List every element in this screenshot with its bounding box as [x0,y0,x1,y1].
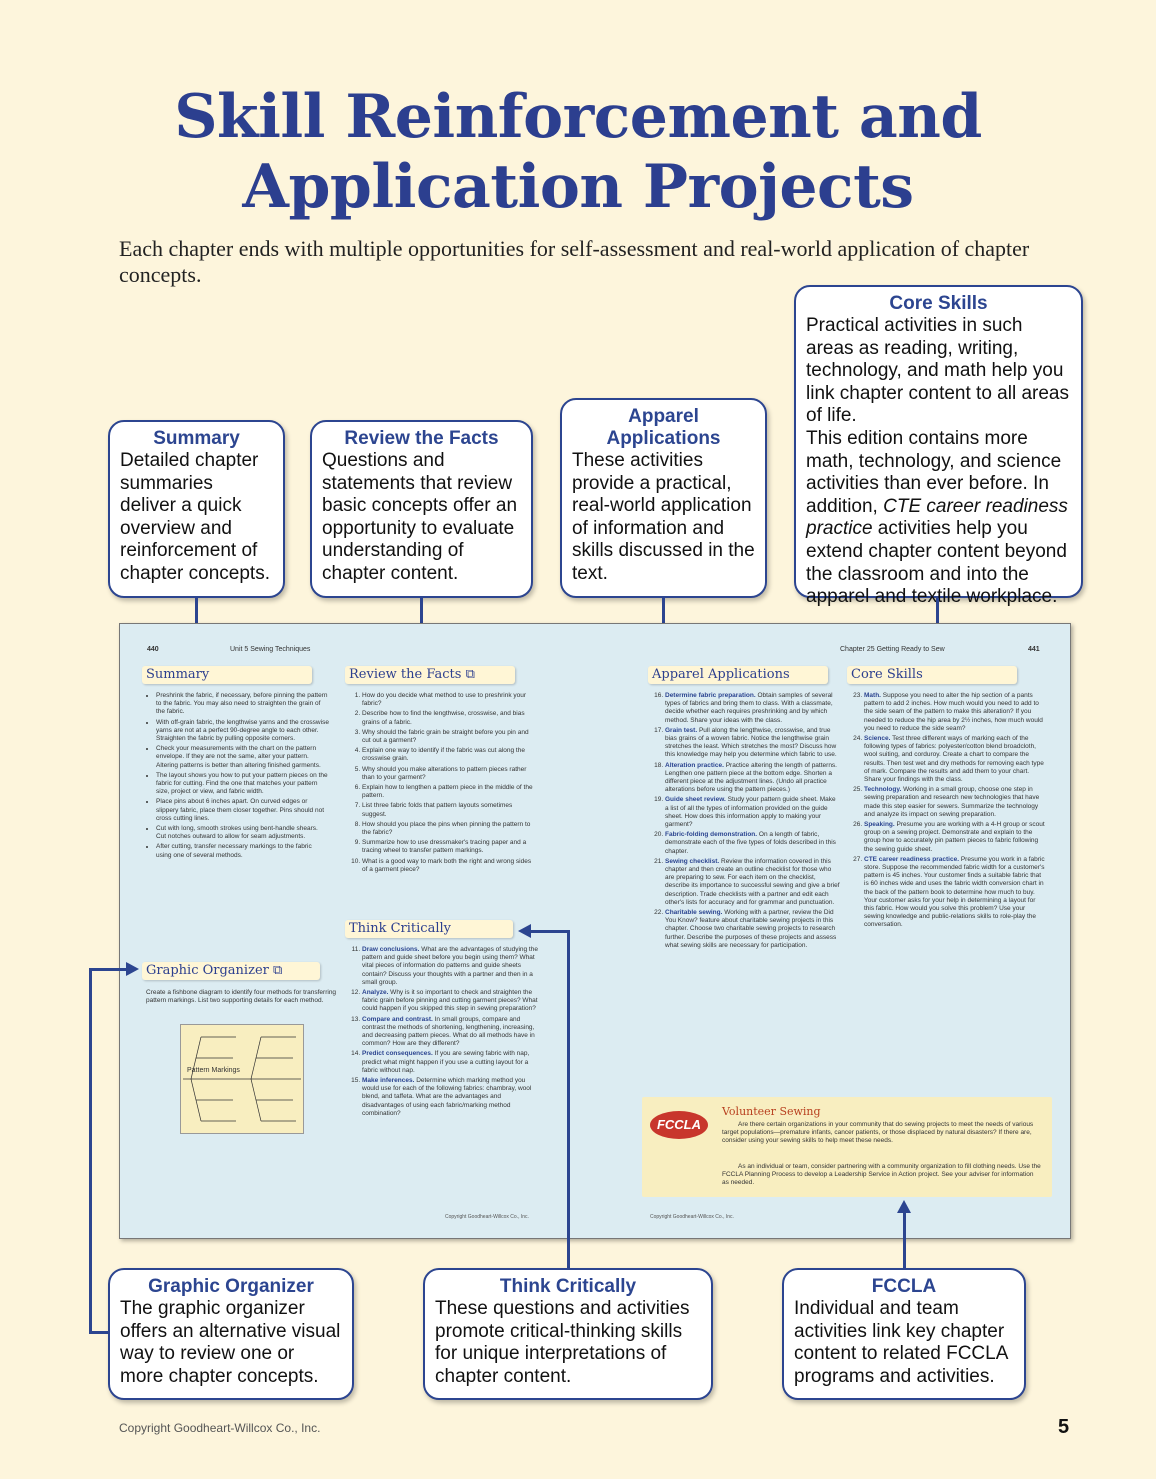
think-item: Make inferences. Determine which marking… [362,1077,538,1118]
summary-item: Cut with long, smooth strokes using bent… [156,825,329,841]
arrow-fccla [897,1200,911,1213]
spread-apparel-head: Apparel Applications [648,666,828,684]
apparel-item: Alteration practice. Practice altering t… [665,762,841,795]
fishbone-diagram: Pattern Markings [180,1024,304,1134]
right-page-number: 441 [1028,646,1040,653]
spread-think-head: Think Critically [345,920,513,938]
callout-apparel-title: Apparel Applications [606,406,721,449]
connector-think-v [567,931,570,1268]
summary-item: After cutting, transfer necessary markin… [156,843,329,859]
left-running-head: Unit 5 Sewing Techniques [230,646,311,653]
connector-graphic-v [89,969,92,1333]
spread-go-head: Graphic Organizer ⧉ [142,962,320,980]
review-item: How should you place the pins when pinni… [362,821,538,837]
page-number: 5 [1058,1416,1070,1438]
review-item: How do you decide what method to use to … [362,692,538,708]
callout-graphic-body: The graphic organizer offers an alternat… [120,1298,341,1387]
spread-summary-head: Summary [142,666,312,684]
callout-think-title: Think Critically [499,1276,637,1297]
core-item: CTE career readiness practice. Presume y… [864,856,1045,930]
apparel-item: Fabric-folding demonstration. On a lengt… [665,831,841,856]
review-item: What is a good way to mark both the righ… [362,858,538,874]
right-running-head: Chapter 25 Getting Ready to Sew [840,646,945,653]
core-item: Technology. Working in a small group, ch… [864,786,1045,819]
think-item: Predict consequences. If you are sewing … [362,1050,538,1075]
callout-apparel: Apparel Applications These activities pr… [560,398,767,598]
callout-core-skills: Core Skills Practical activities in such… [794,285,1083,607]
callout-fccla-body: Individual and team activities link key … [794,1298,1008,1387]
connector-think-h [530,930,570,933]
connector-graphic-top [89,968,127,971]
left-copyright: Copyright Goodheart-Willcox Co., Inc. [445,1214,529,1220]
think-item: Analyze. Why is it so important to check… [362,989,538,1014]
review-item: Describe how to find the lengthwise, cro… [362,710,538,726]
think-item: Compare and contrast. In small groups, c… [362,1016,538,1049]
core-item: Science. Test three different ways of ma… [864,735,1045,784]
title-line-2: Application Projects [242,152,914,222]
summary-item: Place pins about 6 inches apart. On curv… [156,798,329,823]
callout-graphic-organizer: Graphic Organizer The graphic organizer … [108,1268,354,1400]
review-item: Explain how to lengthen a pattern piece … [362,784,538,800]
summary-item: Preshrink the fabric, if necessary, befo… [156,692,329,717]
callout-core-body1: Practical activities in such areas as re… [806,315,1069,427]
right-copyright: Copyright Goodheart-Willcox Co., Inc. [650,1214,734,1220]
fccla-feature-p1: Are there certain organizations in your … [722,1121,1034,1145]
apparel-item: Determine fabric preparation. Obtain sam… [665,692,841,725]
apparel-item: Guide sheet review. Study your pattern g… [665,796,841,829]
fccla-logo: FCCLA [650,1111,708,1139]
summary-item: With off-grain fabric, the lengthwise ya… [156,719,329,744]
apparel-item: Sewing checklist. Review the information… [665,858,841,907]
spread-review-list: How do you decide what method to use to … [348,692,538,876]
review-item: Why should you make alterations to patte… [362,766,538,782]
review-item: List three fabric folds that pattern lay… [362,802,538,818]
arrow-graphic [126,962,139,976]
fccla-feature-head: Volunteer Sewing [722,1105,821,1118]
callout-core-title: Core Skills [889,293,988,314]
callout-summary-body: Detailed chapter summaries deliver a qui… [120,450,270,584]
summary-item: The layout shows you how to put your pat… [156,772,329,797]
spread-summary-list: Preshrink the fabric, if necessary, befo… [144,692,329,862]
apparel-item: Charitable sewing. Working with a partne… [665,909,841,950]
callout-fccla-title: FCCLA [871,1276,937,1297]
summary-item: Check your measurements with the chart o… [156,745,329,770]
spread-think-list: Draw conclusions. What are the advantage… [348,946,538,1120]
spread-core-head: Core Skills [847,666,1017,684]
core-item: Math. Suppose you need to alter the hip … [864,692,1045,733]
callout-apparel-body: These activities provide a practical, re… [572,450,755,584]
callout-fccla: FCCLA Individual and team activities lin… [782,1268,1026,1400]
book-spread: 440 Unit 5 Sewing Techniques Chapter 25 … [119,623,1071,1239]
page-title: Skill Reinforcement and Application Proj… [0,82,1156,222]
spread-apparel-list: Determine fabric preparation. Obtain sam… [651,692,841,952]
spread-go-text: Create a fishbone diagram to identify fo… [146,989,337,1005]
fccla-feature-p2: As an individual or team, consider partn… [722,1163,1041,1187]
intro-text: Each chapter ends with multiple opportun… [119,236,1030,287]
fccla-feature-box: FCCLA Volunteer Sewing Are there certain… [642,1097,1052,1197]
callout-think-body: These questions and activities promote c… [435,1298,690,1387]
connector-graphic-bottom [89,1331,109,1334]
review-item: Explain one way to identify if the fabri… [362,747,538,763]
review-item: Why should the fabric grain be straight … [362,729,538,745]
title-line-1: Skill Reinforcement and [174,82,982,152]
callout-think-critically: Think Critically These questions and act… [423,1268,713,1400]
link-icon: ⧉ [273,963,283,978]
callout-summary: Summary Detailed chapter summaries deliv… [108,420,285,598]
callout-graphic-title: Graphic Organizer [148,1276,314,1297]
think-item: Draw conclusions. What are the advantage… [362,946,538,987]
review-item: Summarize how to use dressmaker's tracin… [362,839,538,855]
callout-review-title: Review the Facts [344,428,499,449]
callout-review: Review the Facts Questions and statement… [310,420,533,598]
callout-summary-title: Summary [153,428,240,449]
fishbone-label: Pattern Markings [187,1067,240,1074]
spread-core-list: Math. Suppose you need to alter the hip … [850,692,1045,932]
spread-review-head: Review the Facts ⧉ [345,666,515,684]
callout-core-body2: This edition contains more math, technol… [806,427,1068,608]
callout-review-body: Questions and statements that review bas… [322,450,518,584]
core-item: Speaking. Presume you are working with a… [864,821,1045,854]
left-page-number: 440 [147,646,159,653]
footer-copyright: Copyright Goodheart-Willcox Co., Inc. [119,1421,321,1435]
connector-fccla [903,1212,906,1268]
apparel-item: Grain test. Pull along the lengthwise, c… [665,727,841,760]
arrow-think [518,924,531,938]
link-icon: ⧉ [465,667,475,682]
